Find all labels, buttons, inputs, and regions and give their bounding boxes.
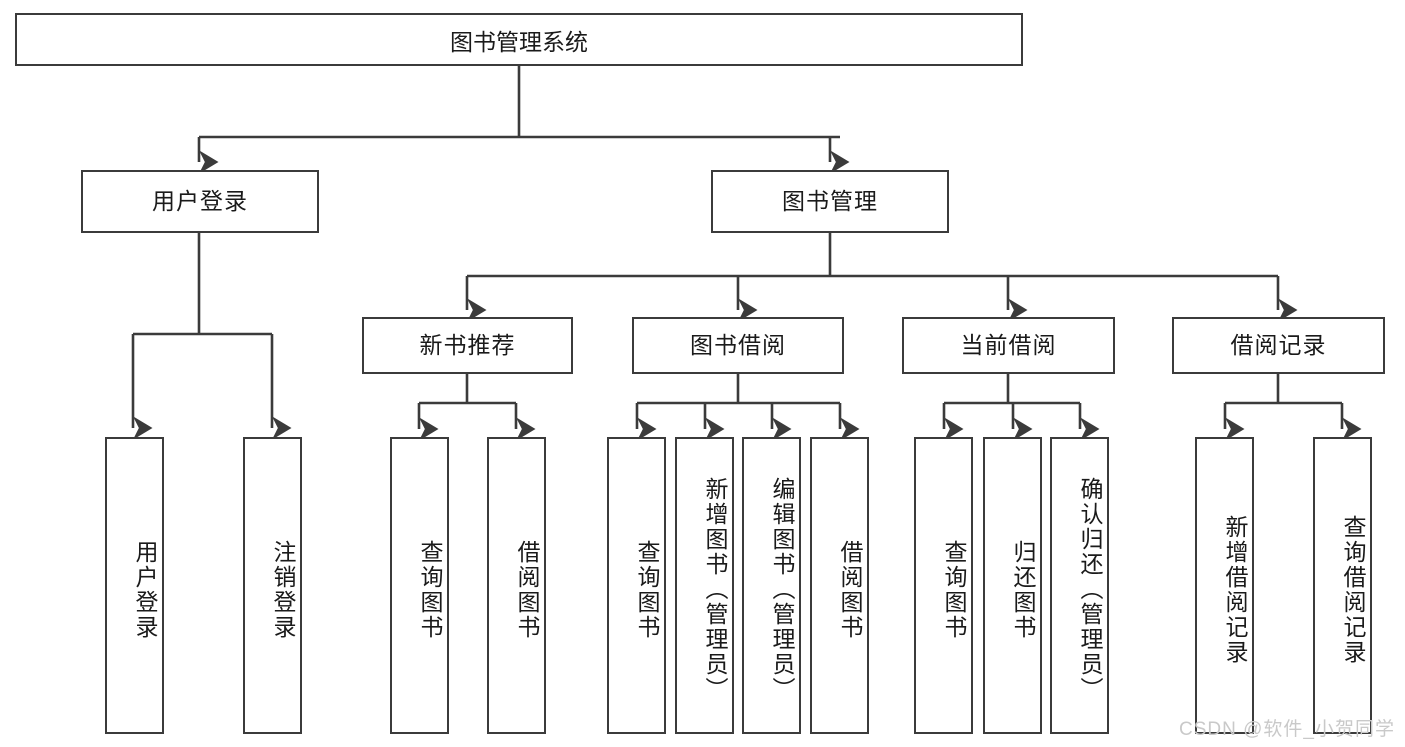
- leaf-logout-login-label: 注销登录: [270, 539, 296, 640]
- node-root-system[interactable]: 图书管理系统: [15, 13, 1023, 66]
- node-borrow-record-label: 借阅记录: [1230, 331, 1327, 358]
- leaf-add-book-admin-label: 新增图书（管理员）: [702, 477, 728, 702]
- leaf-borrow-book-2[interactable]: 借阅图书: [810, 437, 869, 734]
- node-current-borrow[interactable]: 当前借阅: [902, 317, 1115, 374]
- node-root-label: 图书管理系统: [450, 28, 588, 55]
- leaf-query-book-1-label: 查询图书: [417, 539, 443, 640]
- node-book-borrow-label: 图书借阅: [690, 331, 786, 358]
- leaf-query-borrow-record-label: 查询借阅记录: [1340, 514, 1366, 665]
- leaf-logout-login[interactable]: 注销登录: [243, 437, 302, 734]
- leaf-query-book-2[interactable]: 查询图书: [607, 437, 666, 734]
- leaf-return-book-label: 归还图书: [1010, 539, 1036, 640]
- node-book-borrow[interactable]: 图书借阅: [632, 317, 844, 374]
- leaf-user-login[interactable]: 用户登录: [105, 437, 164, 734]
- leaf-user-login-label: 用户登录: [132, 539, 158, 640]
- leaf-add-book-admin[interactable]: 新增图书（管理员）: [675, 437, 734, 734]
- leaf-borrow-book-1-label: 借阅图书: [514, 539, 540, 640]
- csdn-watermark: CSDN @软件_小贺同学: [1179, 719, 1395, 740]
- node-borrow-record[interactable]: 借阅记录: [1172, 317, 1385, 374]
- node-book-management-label: 图书管理: [782, 187, 878, 214]
- leaf-add-borrow-record-label: 新增借阅记录: [1222, 514, 1248, 665]
- leaf-confirm-return-admin-label: 确认归还（管理员）: [1077, 477, 1103, 702]
- leaf-query-book-2-label: 查询图书: [634, 539, 660, 640]
- leaf-return-book[interactable]: 归还图书: [983, 437, 1042, 734]
- node-user-login[interactable]: 用户登录: [81, 170, 319, 233]
- leaf-query-book-1[interactable]: 查询图书: [390, 437, 449, 734]
- leaf-borrow-book-1[interactable]: 借阅图书: [487, 437, 546, 734]
- node-user-login-label: 用户登录: [152, 187, 248, 214]
- node-current-borrow-label: 当前借阅: [960, 331, 1057, 358]
- leaf-add-borrow-record[interactable]: 新增借阅记录: [1195, 437, 1254, 734]
- node-book-management[interactable]: 图书管理: [711, 170, 949, 233]
- node-new-book-recommend[interactable]: 新书推荐: [362, 317, 573, 374]
- leaf-query-borrow-record[interactable]: 查询借阅记录: [1313, 437, 1372, 734]
- leaf-borrow-book-2-label: 借阅图书: [837, 539, 863, 640]
- node-new-book-recommend-label: 新书推荐: [419, 331, 516, 358]
- leaf-edit-book-admin-label: 编辑图书（管理员）: [769, 477, 795, 702]
- leaf-edit-book-admin[interactable]: 编辑图书（管理员）: [742, 437, 801, 734]
- leaf-confirm-return-admin[interactable]: 确认归还（管理员）: [1050, 437, 1109, 734]
- leaf-query-book-3-label: 查询图书: [941, 539, 967, 640]
- leaf-query-book-3[interactable]: 查询图书: [914, 437, 973, 734]
